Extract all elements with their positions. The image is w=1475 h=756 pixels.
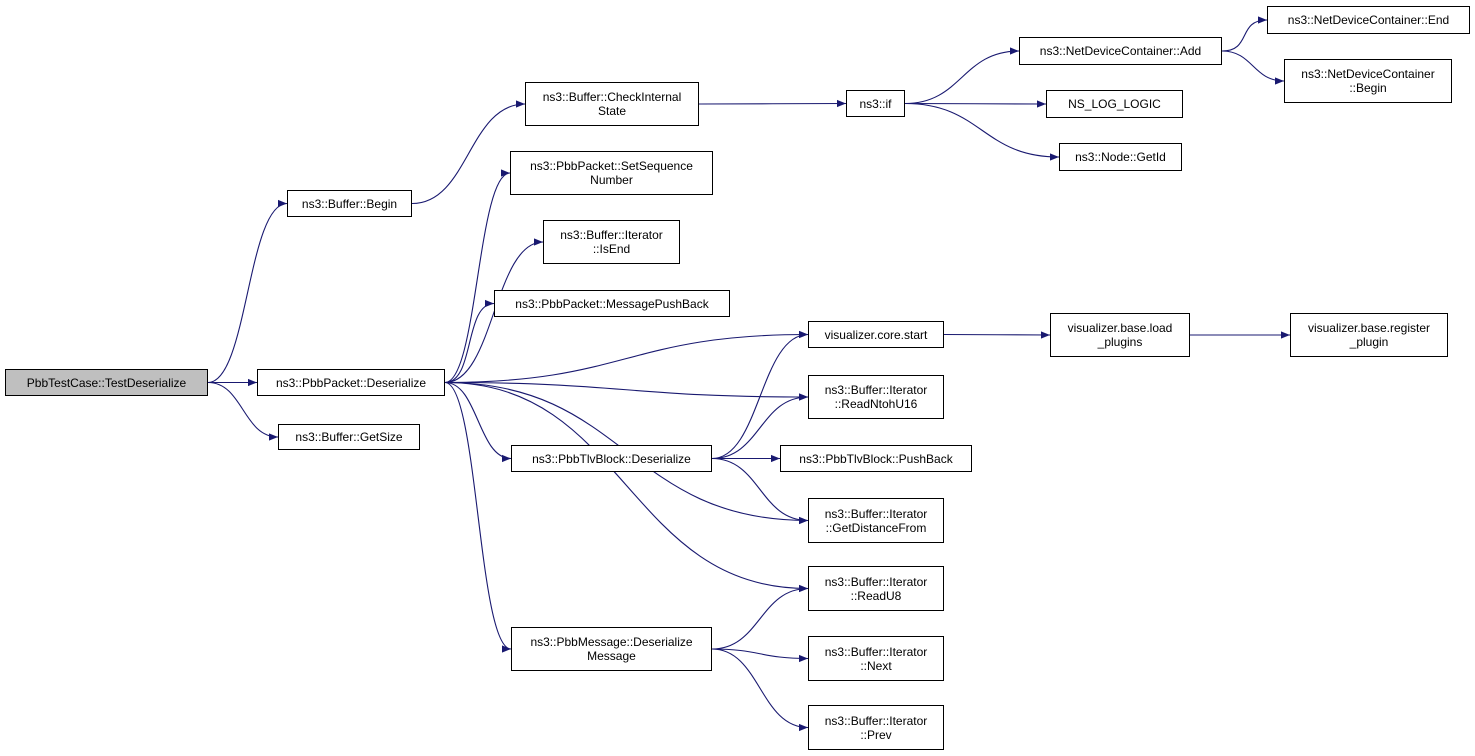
node-ns-log[interactable]: NS_LOG_LOGIC [1046,90,1183,118]
edge-pbb-deser-to-msg-pushback [444,299,495,384]
node-ndc-end[interactable]: ns3::NetDeviceContainer::End [1267,6,1470,34]
node-vis-load[interactable]: visualizer.base.load_plugins [1050,313,1190,357]
node-buf-begin[interactable]: ns3::Buffer::Begin [287,190,412,217]
node-label-line: ns3::Buffer::GetSize [295,430,403,444]
edge-msg-deser-to-iter-readu8 [711,584,809,650]
node-vis-start[interactable]: visualizer.core.start [808,321,944,348]
node-iter-readntoh[interactable]: ns3::Buffer::Iterator::ReadNtohU16 [808,375,944,419]
node-label-line: ns3::PbbPacket::SetSequence [530,159,693,173]
node-label-line: ns3::Buffer::Iterator [824,574,928,589]
node-label-line: Message [587,649,636,663]
node-label-line: _plugin [1349,335,1389,349]
edge-pbb-deser-to-iter-readntoh [444,381,809,401]
node-label-line: ns3::Buffer::Iterator [824,644,928,659]
edge-root-to-buf-begin [207,199,288,384]
edge-ndc-add-to-ndc-end [1221,16,1268,52]
node-node-getid[interactable]: ns3::Node::GetId [1059,143,1182,171]
node-label-line: ns3::Node::GetId [1075,150,1166,164]
node-label-line: ns3::Buffer::Iterator [824,383,928,397]
node-label-line: ::ReadNtohU16 [834,397,918,411]
node-label-line: ns3::Buffer::Iterator [824,713,928,728]
edge-pbb-deser-to-set-seq [444,169,511,384]
node-label-line: ns3::Buffer::Begin [301,196,398,211]
node-label-line: ns3::PbbPacket::MessagePushBack [515,296,709,311]
edge-tlv-deser-to-iter-readntoh [711,393,809,460]
node-label-line: ns3::Buffer::CheckInternal [542,90,682,104]
edge-ns3-if-to-node-getid [904,102,1060,161]
edge-vis-start-to-vis-load [943,331,1051,339]
node-label-line: ns3::PbbTlvBlock::PushBack [799,451,953,466]
node-tlv-pushback[interactable]: ns3::PbbTlvBlock::PushBack [780,445,972,472]
node-label-line: ns3::NetDeviceContainer::End [1287,13,1450,27]
node-iter-prev[interactable]: ns3::Buffer::Iterator::Prev [808,705,944,750]
node-label-line: _plugins [1097,335,1143,349]
node-label-line: ::Next [860,658,892,673]
node-label-line: visualizer.base.register [1307,321,1431,335]
node-label-line: ns3::if [859,96,892,111]
node-root[interactable]: PbbTestCase::TestDeserialize [5,369,208,396]
node-label-line: State [597,104,627,118]
node-tlv-deser[interactable]: ns3::PbbTlvBlock::Deserialize [511,445,712,472]
node-label-line: ns3::PbbMessage::Deserialize [530,635,693,649]
node-vis-register[interactable]: visualizer.base.register_plugin [1290,313,1448,357]
node-iter-readu8[interactable]: ns3::Buffer::Iterator::ReadU8 [808,566,944,611]
edge-buf-begin-to-check-internal [411,100,526,205]
node-msg-pushback[interactable]: ns3::PbbPacket::MessagePushBack [494,290,730,317]
node-ndc-begin[interactable]: ns3::NetDeviceContainer::Begin [1284,59,1452,103]
edge-pbb-deser-to-msg-deser [444,381,512,653]
edge-ns3-if-to-ns-log [904,100,1047,108]
node-label-line: NS_LOG_LOGIC [1068,97,1161,111]
edge-check-internal-to-ns3-if [698,99,847,108]
edge-pbb-deser-to-tlv-deser [444,381,512,463]
edge-ndc-add-to-ndc-begin [1221,50,1285,85]
node-label-line: ns3::PbbTlvBlock::Deserialize [532,451,691,466]
node-label-line: ::Begin [1349,81,1387,95]
node-label-line: ns3::NetDeviceContainer [1301,67,1435,81]
edge-tlv-deser-to-iter-getdist [711,457,809,525]
node-label-line: ::Prev [860,727,892,742]
node-label-line: ::GetDistanceFrom [825,520,927,535]
node-iter-next[interactable]: ns3::Buffer::Iterator::Next [808,636,944,681]
edge-root-to-buf-getsize [207,381,279,441]
edge-msg-deser-to-iter-next [711,648,809,663]
node-label-line: Number [590,173,633,187]
node-ns3-if[interactable]: ns3::if [846,90,905,117]
node-iter-getdist[interactable]: ns3::Buffer::Iterator::GetDistanceFrom [808,498,944,543]
node-label-line: ::ReadU8 [850,588,902,603]
node-pbb-deser[interactable]: ns3::PbbPacket::Deserialize [257,369,445,396]
node-label-line: ns3::Buffer::Iterator [824,506,928,521]
node-label-line: ::IsEnd [592,242,631,256]
edge-msg-deser-to-iter-prev [711,648,809,732]
edge-pbb-deser-to-vis-start [444,330,809,384]
node-label-line: PbbTestCase::TestDeserialize [26,375,187,390]
node-label-line: visualizer.core.start [824,327,928,342]
node-buf-getsize[interactable]: ns3::Buffer::GetSize [278,424,420,450]
edge-pbb-deser-to-iter-readu8 [444,381,809,593]
node-label-line: ns3::Buffer::Iterator [560,228,663,242]
node-label-line: visualizer.base.load [1067,321,1173,335]
node-label-line: ns3::NetDeviceContainer::Add [1039,44,1202,58]
node-label-line: ns3::PbbPacket::Deserialize [275,375,427,390]
edge-tlv-deser-to-vis-start [711,330,809,460]
edge-ns3-if-to-ndc-add [904,47,1020,105]
node-iter-isend[interactable]: ns3::Buffer::Iterator::IsEnd [543,220,680,264]
edges [207,16,1290,732]
node-ndc-add[interactable]: ns3::NetDeviceContainer::Add [1019,37,1222,65]
